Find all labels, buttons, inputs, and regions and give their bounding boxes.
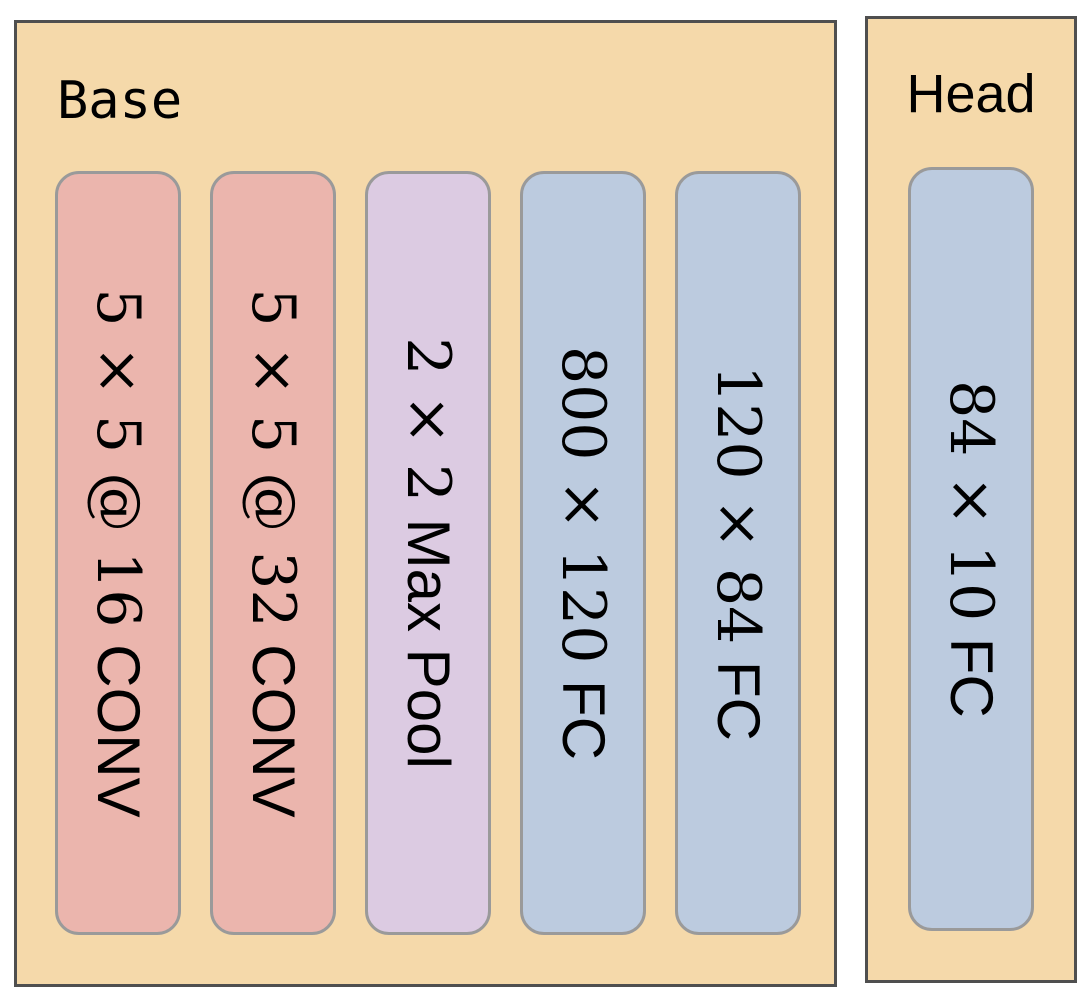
layer-kind: CONV: [85, 644, 152, 818]
layer-kind: FC: [705, 660, 772, 741]
layer-label: 800 × 120 FC: [548, 346, 618, 760]
layer-dims: 84 × 10: [936, 380, 1006, 622]
layer-label: 5 × 5 @ 32 CONV: [238, 288, 308, 817]
layer-dims: 5 × 5 @ 16: [83, 288, 153, 628]
layer-label: 5 × 5 @ 16 CONV: [83, 288, 153, 817]
layer-conv-1: 5 × 5 @ 16 CONV: [55, 171, 181, 935]
layer-fc-2: 120 × 84 FC: [675, 171, 801, 935]
layer-conv-2: 5 × 5 @ 32 CONV: [210, 171, 336, 935]
layer-dims: 120 × 84: [703, 365, 773, 645]
layer-kind: FC: [938, 637, 1005, 718]
layer-max-pool: 2 × 2 Max Pool: [365, 171, 491, 935]
layer-kind: Max Pool: [395, 518, 462, 769]
layer-label: 84 × 10 FC: [936, 380, 1006, 718]
layer-kind: FC: [550, 680, 617, 761]
layer-label: 120 × 84 FC: [703, 365, 773, 741]
layer-dims: 800 × 120: [548, 345, 618, 664]
layer-label: 2 × 2 Max Pool: [393, 337, 463, 769]
head-title: Head: [906, 64, 1036, 124]
head-group: Head 84 × 10 FC: [865, 16, 1077, 983]
base-title: Base: [57, 71, 183, 131]
layer-fc-1: 800 × 120 FC: [520, 171, 646, 935]
layer-kind: CONV: [240, 644, 307, 818]
base-group: Base 5 × 5 @ 16 CONV 5 × 5 @ 32 CONV 2 ×…: [14, 20, 837, 987]
layer-head-fc: 84 × 10 FC: [908, 167, 1034, 931]
layer-dims: 2 × 2: [393, 337, 463, 502]
layer-dims: 5 × 5 @ 32: [238, 288, 308, 628]
